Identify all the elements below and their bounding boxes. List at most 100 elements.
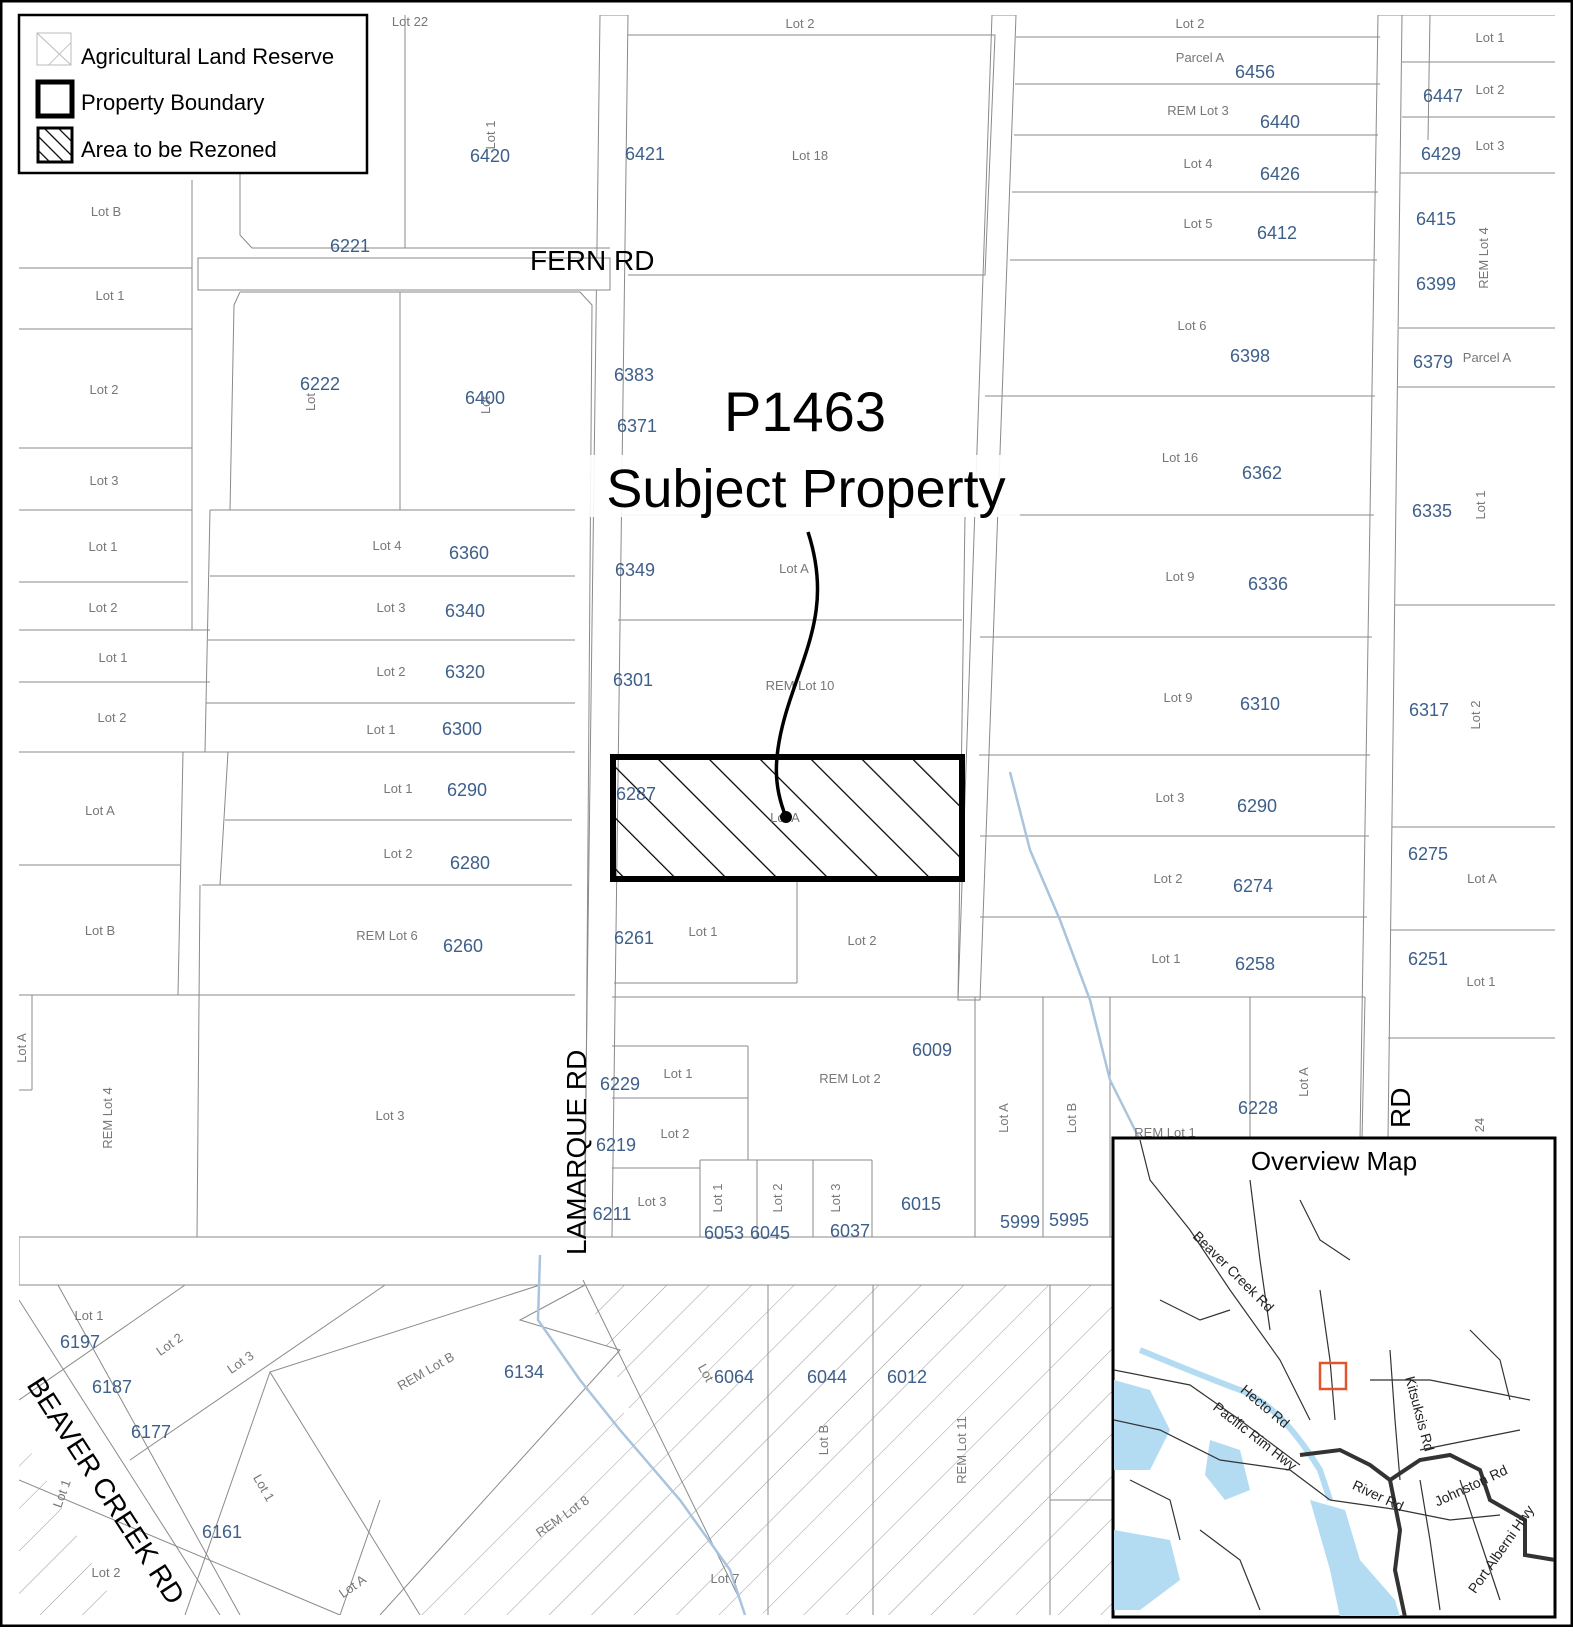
address-label: 6379 bbox=[1413, 352, 1453, 372]
lot-label: Lot 2 bbox=[1468, 701, 1483, 730]
lot-label: Lot 1 bbox=[483, 121, 498, 150]
lot-label: Lot 3 bbox=[1476, 138, 1505, 153]
address-label: 6310 bbox=[1240, 694, 1280, 714]
lot-label: Lot 22 bbox=[392, 14, 428, 29]
address-label: 6044 bbox=[807, 1367, 847, 1387]
lot-label: REM Lot 4 bbox=[1476, 227, 1491, 288]
address-label: 6261 bbox=[614, 928, 654, 948]
lot-label: Lot 18 bbox=[792, 148, 828, 163]
lot-label: REM Lot 3 bbox=[1167, 103, 1228, 118]
address-label: 6447 bbox=[1423, 86, 1463, 106]
address-label: 6360 bbox=[449, 543, 489, 563]
lot-label: Lot 1 bbox=[1467, 974, 1496, 989]
lot-label: Lot 5 bbox=[1184, 216, 1213, 231]
lot-label: Lot A bbox=[14, 1033, 29, 1063]
address-label: 6012 bbox=[887, 1367, 927, 1387]
overview-city-boundary bbox=[1299, 1447, 1554, 1562]
lot-label: Parcel A bbox=[1176, 50, 1225, 65]
address-label: 6177 bbox=[131, 1422, 171, 1442]
lot-label: Lot 1 bbox=[384, 781, 413, 796]
address-label: 6287 bbox=[616, 784, 656, 804]
address-label: 6340 bbox=[445, 601, 485, 621]
address-label: 6064 bbox=[714, 1367, 754, 1387]
lot-label: Lot 1 bbox=[1476, 30, 1505, 45]
lot-label: Lot 2 bbox=[98, 710, 127, 725]
lot-label: Lot 2 bbox=[1476, 82, 1505, 97]
address-label: 6161 bbox=[202, 1522, 242, 1542]
lot-label: Lot 2 bbox=[377, 664, 406, 679]
property-boundary-swatch bbox=[35, 79, 75, 119]
lot-label: Lot 1 bbox=[1152, 951, 1181, 966]
overview-locator-box bbox=[1318, 1361, 1348, 1391]
lot-label: Lot 2 bbox=[90, 382, 119, 397]
lot-label: Lot 2 bbox=[92, 1565, 121, 1580]
address-label: 6290 bbox=[447, 780, 487, 800]
lot-label: Lot 3 bbox=[828, 1184, 843, 1213]
address-label: 6412 bbox=[1257, 223, 1297, 243]
address-label: 6009 bbox=[912, 1040, 952, 1060]
lot-label: Lot 2 bbox=[848, 933, 877, 948]
address-label: 6400 bbox=[465, 388, 505, 408]
lot-label: Lot 2 bbox=[1154, 871, 1183, 886]
lot-label: Lot 2 bbox=[770, 1184, 785, 1213]
address-label: 6015 bbox=[901, 1194, 941, 1214]
alr-area-south-west bbox=[19, 1430, 120, 1615]
lot-label: Lot B bbox=[85, 923, 115, 938]
address-label: 6320 bbox=[445, 662, 485, 682]
lot-label: Lot bbox=[303, 393, 318, 411]
parcel-lines bbox=[19, 15, 1555, 1615]
address-label: 6219 bbox=[596, 1135, 636, 1155]
lot-label: Lot bbox=[478, 396, 493, 414]
lot-label: Lot 2 bbox=[384, 846, 413, 861]
lot-label: Lot A bbox=[1467, 871, 1497, 886]
lot-label: Lot B bbox=[91, 204, 121, 219]
subject-property-label: Subject Property bbox=[606, 459, 1005, 519]
creeks bbox=[536, 771, 1142, 1615]
address-label: 6420 bbox=[470, 146, 510, 166]
callout-pin bbox=[780, 811, 792, 823]
lot-label: Lot 3 bbox=[638, 1194, 667, 1209]
address-label: 6037 bbox=[830, 1221, 870, 1241]
address-label: 6275 bbox=[1408, 844, 1448, 864]
address-label: 6197 bbox=[60, 1332, 100, 1352]
lot-label: REM Lot 2 bbox=[819, 1071, 880, 1086]
lot-label: Lot 2 bbox=[89, 600, 118, 615]
address-label: 6045 bbox=[750, 1223, 790, 1243]
rezone-swatch bbox=[36, 126, 74, 164]
overview-roads bbox=[1114, 1139, 1531, 1611]
address-label: 6274 bbox=[1233, 876, 1273, 896]
address-label: 6053 bbox=[704, 1223, 744, 1243]
address-label: 6440 bbox=[1260, 112, 1300, 132]
lot-label: Lot 2 bbox=[661, 1126, 690, 1141]
lot-label: REM Lot 11 bbox=[954, 1416, 969, 1484]
lot-label: Lot 1 bbox=[96, 288, 125, 303]
address-label: 6258 bbox=[1235, 954, 1275, 974]
legend-label-property-boundary: Property Boundary bbox=[81, 90, 264, 115]
address-label: 6280 bbox=[450, 853, 490, 873]
address-label: 6421 bbox=[625, 144, 665, 164]
address-label: 6429 bbox=[1421, 144, 1461, 164]
lot-label: Lot 4 bbox=[1184, 156, 1213, 171]
address-label: 6336 bbox=[1248, 574, 1288, 594]
legend-label-alr: Agricultural Land Reserve bbox=[81, 44, 334, 69]
address-label: 6426 bbox=[1260, 164, 1300, 184]
lot-label: Lot 7 bbox=[711, 1571, 740, 1586]
legend: Agricultural Land Reserve Property Bound… bbox=[17, 13, 369, 175]
lot-label: REM Lot 10 bbox=[766, 678, 835, 693]
address-label: 6371 bbox=[617, 416, 657, 436]
lot-label: REM Lot 6 bbox=[356, 928, 417, 943]
address-label: 6399 bbox=[1416, 274, 1456, 294]
lot-label: Lot 3 bbox=[377, 600, 406, 615]
overview-title: Overview Map bbox=[1251, 1146, 1417, 1176]
alr-area-south bbox=[380, 1390, 760, 1615]
alr-area-south-east bbox=[583, 1237, 1113, 1615]
callout-leader-line bbox=[774, 531, 820, 818]
lot-label: Lot 16 bbox=[1162, 450, 1198, 465]
road-label-kitsuksis: RD bbox=[1385, 1088, 1416, 1128]
lot-label: Lot 1 bbox=[99, 650, 128, 665]
lot-label: Lot 2 bbox=[786, 16, 815, 31]
